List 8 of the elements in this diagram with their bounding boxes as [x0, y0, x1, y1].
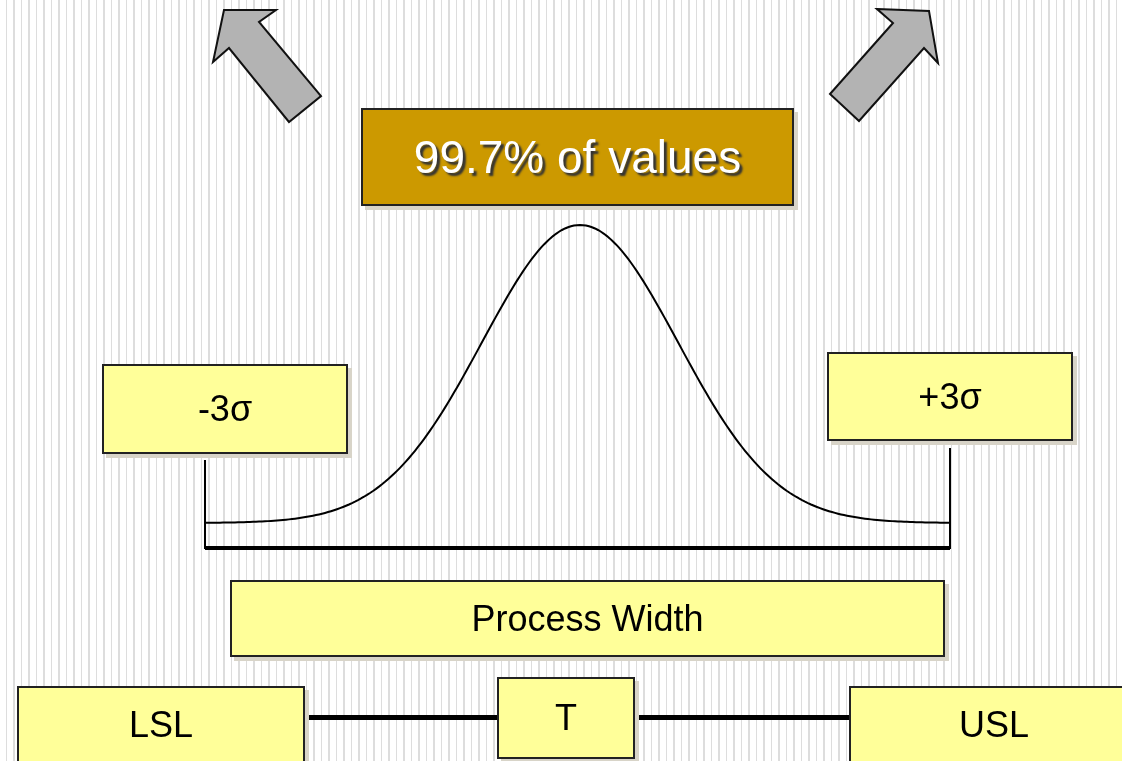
box-text: T: [555, 697, 577, 739]
box-text: LSL: [128, 704, 194, 746]
box-text: +3σ: [918, 375, 982, 418]
box-text: Process Width: [471, 597, 704, 640]
box-text: USL: [959, 704, 1029, 746]
label-box: [849, 686, 1122, 761]
box-text: -3σ: [197, 388, 253, 430]
box-text: 99.7% of values: [413, 130, 742, 184]
